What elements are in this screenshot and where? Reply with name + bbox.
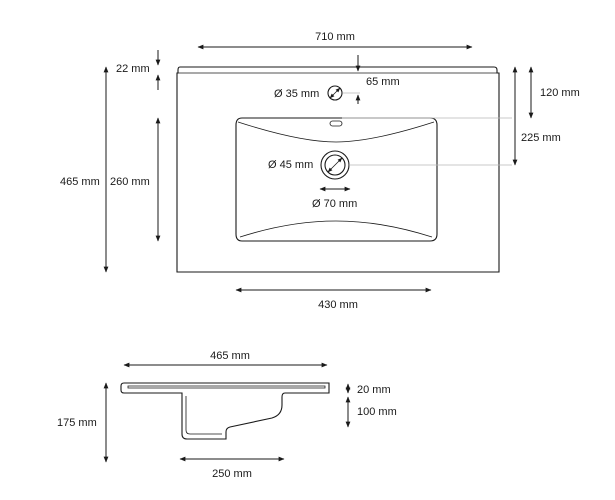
label-tap-offset: 65 mm bbox=[366, 76, 400, 88]
label-rim-depth: 22 mm bbox=[116, 63, 150, 75]
label-drain-inner: Ø 45 mm bbox=[268, 159, 313, 171]
label-depth-total: 465 mm bbox=[60, 176, 100, 188]
label-drain-outer: Ø 70 mm bbox=[312, 198, 357, 210]
top-view: 710 mm 22 mm 465 mm 260 mm 430 mm 65 mm … bbox=[60, 31, 580, 311]
side-bowl-inner bbox=[185, 396, 222, 435]
label-width-total: 710 mm bbox=[315, 31, 355, 43]
label-side-bowl-height: 100 mm bbox=[357, 406, 397, 418]
side-view: 465 mm 175 mm 20 mm 100 mm 250 mm bbox=[57, 350, 397, 480]
label-basin-width: 430 mm bbox=[318, 299, 358, 311]
label-side-rim: 20 mm bbox=[357, 384, 391, 396]
label-basin-depth: 260 mm bbox=[110, 176, 150, 188]
side-profile bbox=[120, 382, 330, 440]
label-side-bowl-width: 250 mm bbox=[212, 468, 252, 480]
sink-outline bbox=[176, 66, 500, 273]
drain-icon bbox=[320, 150, 350, 180]
label-side-height: 175 mm bbox=[57, 417, 97, 429]
tap-hole-icon bbox=[327, 85, 343, 101]
side-rim-detail bbox=[127, 385, 326, 389]
basin-bottom-curve bbox=[239, 220, 433, 238]
label-top-to-basin: 120 mm bbox=[540, 87, 580, 99]
label-tap-hole-dia: Ø 35 mm bbox=[274, 88, 319, 100]
label-side-depth: 465 mm bbox=[210, 350, 250, 362]
overflow-slot bbox=[329, 120, 343, 127]
label-top-to-drain: 225 mm bbox=[521, 132, 561, 144]
basin-top-curve bbox=[237, 121, 435, 143]
basin-outline bbox=[235, 117, 438, 242]
